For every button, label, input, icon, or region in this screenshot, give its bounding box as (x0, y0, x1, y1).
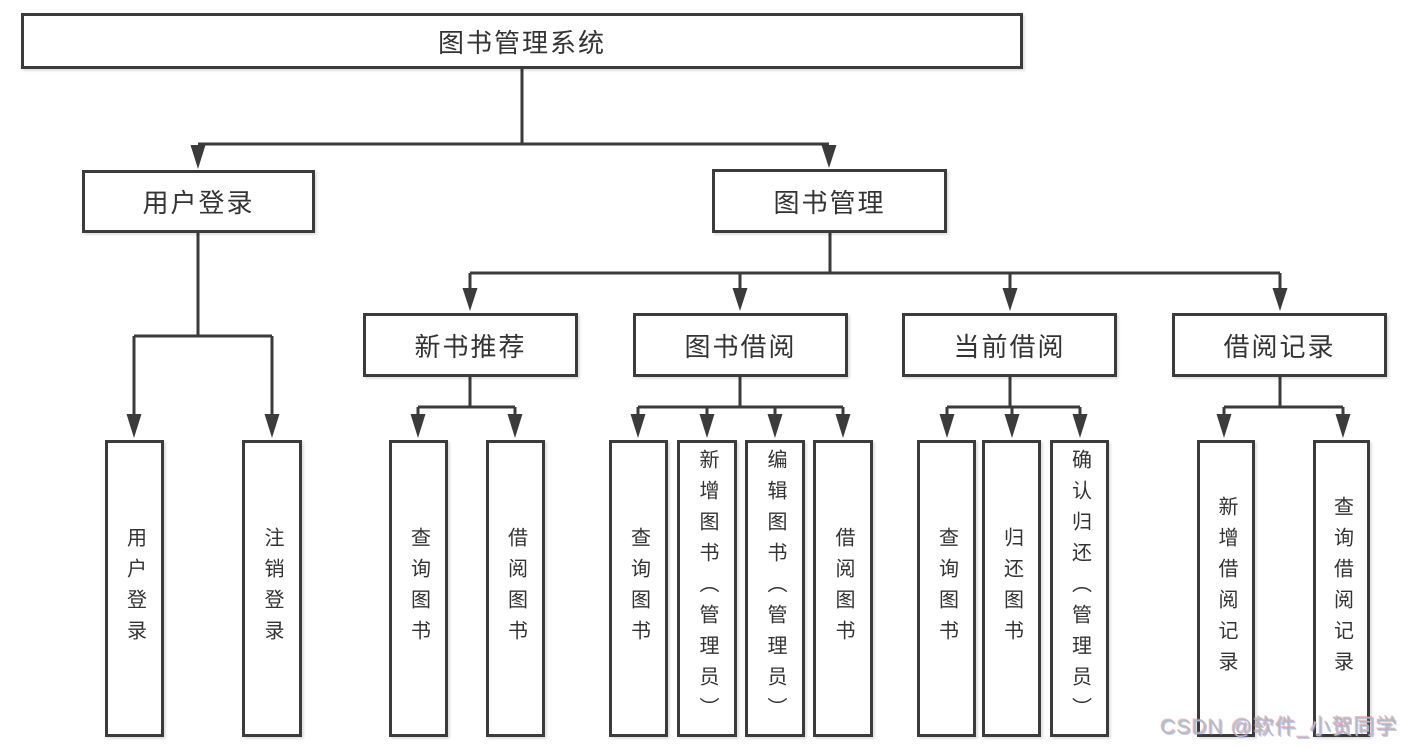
leaf-current-confirm-return-admin-label: 确认归还（管理员） (1068, 449, 1091, 728)
connector-user-login-branch (132, 233, 274, 416)
leaf-logout: 注销登录 (242, 440, 302, 737)
connector-book-mgmt-branch (468, 233, 1282, 290)
arrowheads-new-book-children (410, 414, 523, 438)
node-new-book-recommend: 新书推荐 (363, 313, 578, 377)
leaf-current-return-books-label: 归还图书 (1000, 526, 1023, 651)
leaf-current-query-books-label: 查询图书 (935, 526, 958, 651)
node-current-borrowing-label: 当前借阅 (953, 331, 1066, 362)
leaf-borrow-add-books-admin: 新增图书（管理员） (677, 440, 737, 737)
arrowheads-borrow-records-children (1216, 414, 1351, 438)
leaf-current-return-books: 归还图书 (982, 440, 1041, 737)
csdn-watermark: CSDN @软件_小贺同学 (1160, 716, 1398, 739)
connector-borrow-records-branch (1222, 377, 1345, 416)
arrowheads-level2 (190, 145, 837, 169)
node-book-management-label: 图书管理 (773, 187, 886, 218)
arrowheads-current-borrow-children (939, 414, 1088, 438)
leaf-current-confirm-return-admin: 确认归还（管理员） (1050, 440, 1109, 737)
leaf-recommend-query-books-label: 查询图书 (407, 526, 430, 651)
leaf-borrow-borrow-books: 借阅图书 (813, 440, 873, 737)
node-current-borrowing: 当前借阅 (902, 313, 1117, 377)
leaf-borrow-edit-books-admin-label: 编辑图书（管理员） (764, 449, 786, 728)
leaf-recommend-borrow-books: 借阅图书 (486, 440, 545, 737)
node-root-system: 图书管理系统 (21, 13, 1023, 69)
leaf-recommend-borrow-books-label: 借阅图书 (504, 526, 527, 651)
leaf-user-login-label: 用户登录 (123, 526, 146, 651)
leaf-records-query-record: 查询借阅记录 (1313, 440, 1370, 737)
node-new-book-recommend-label: 新书推荐 (414, 331, 527, 362)
leaf-logout-label: 注销登录 (261, 526, 283, 651)
node-book-borrowing: 图书借阅 (633, 313, 848, 377)
leaf-current-query-books: 查询图书 (917, 440, 976, 737)
node-book-management: 图书管理 (712, 169, 947, 233)
leaf-recommend-query-books: 查询图书 (389, 440, 448, 737)
node-borrowing-records-label: 借阅记录 (1223, 331, 1336, 362)
connector-current-borrow-branch (945, 377, 1082, 416)
node-user-login: 用户登录 (82, 170, 315, 233)
leaf-records-add-record: 新增借阅记录 (1197, 440, 1255, 737)
leaf-records-add-record-label: 新增借阅记录 (1215, 495, 1237, 682)
connector-root-to-level2 (198, 69, 829, 146)
leaf-borrow-borrow-books-label: 借阅图书 (832, 526, 854, 651)
leaf-borrow-add-books-admin-label: 新增图书（管理员） (696, 449, 718, 728)
connector-new-book-branch (416, 377, 517, 416)
leaf-borrow-query-books: 查询图书 (609, 440, 668, 737)
leaf-records-query-record-label: 查询借阅记录 (1330, 495, 1353, 682)
leaf-borrow-edit-books-admin: 编辑图书（管理员） (745, 440, 805, 737)
node-root-label: 图书管理系统 (437, 27, 606, 58)
leaf-borrow-query-books-label: 查询图书 (627, 526, 650, 651)
arrowheads-level3 (462, 288, 1288, 311)
node-borrowing-records: 借阅记录 (1172, 313, 1387, 377)
leaf-user-login: 用户登录 (105, 440, 164, 737)
arrowheads-book-borrow-children (630, 414, 851, 438)
connector-book-borrow-branch (636, 377, 845, 416)
arrowheads-user-login-children (126, 414, 280, 438)
node-book-borrowing-label: 图书借阅 (684, 331, 797, 362)
node-user-login-label: 用户登录 (142, 188, 255, 218)
